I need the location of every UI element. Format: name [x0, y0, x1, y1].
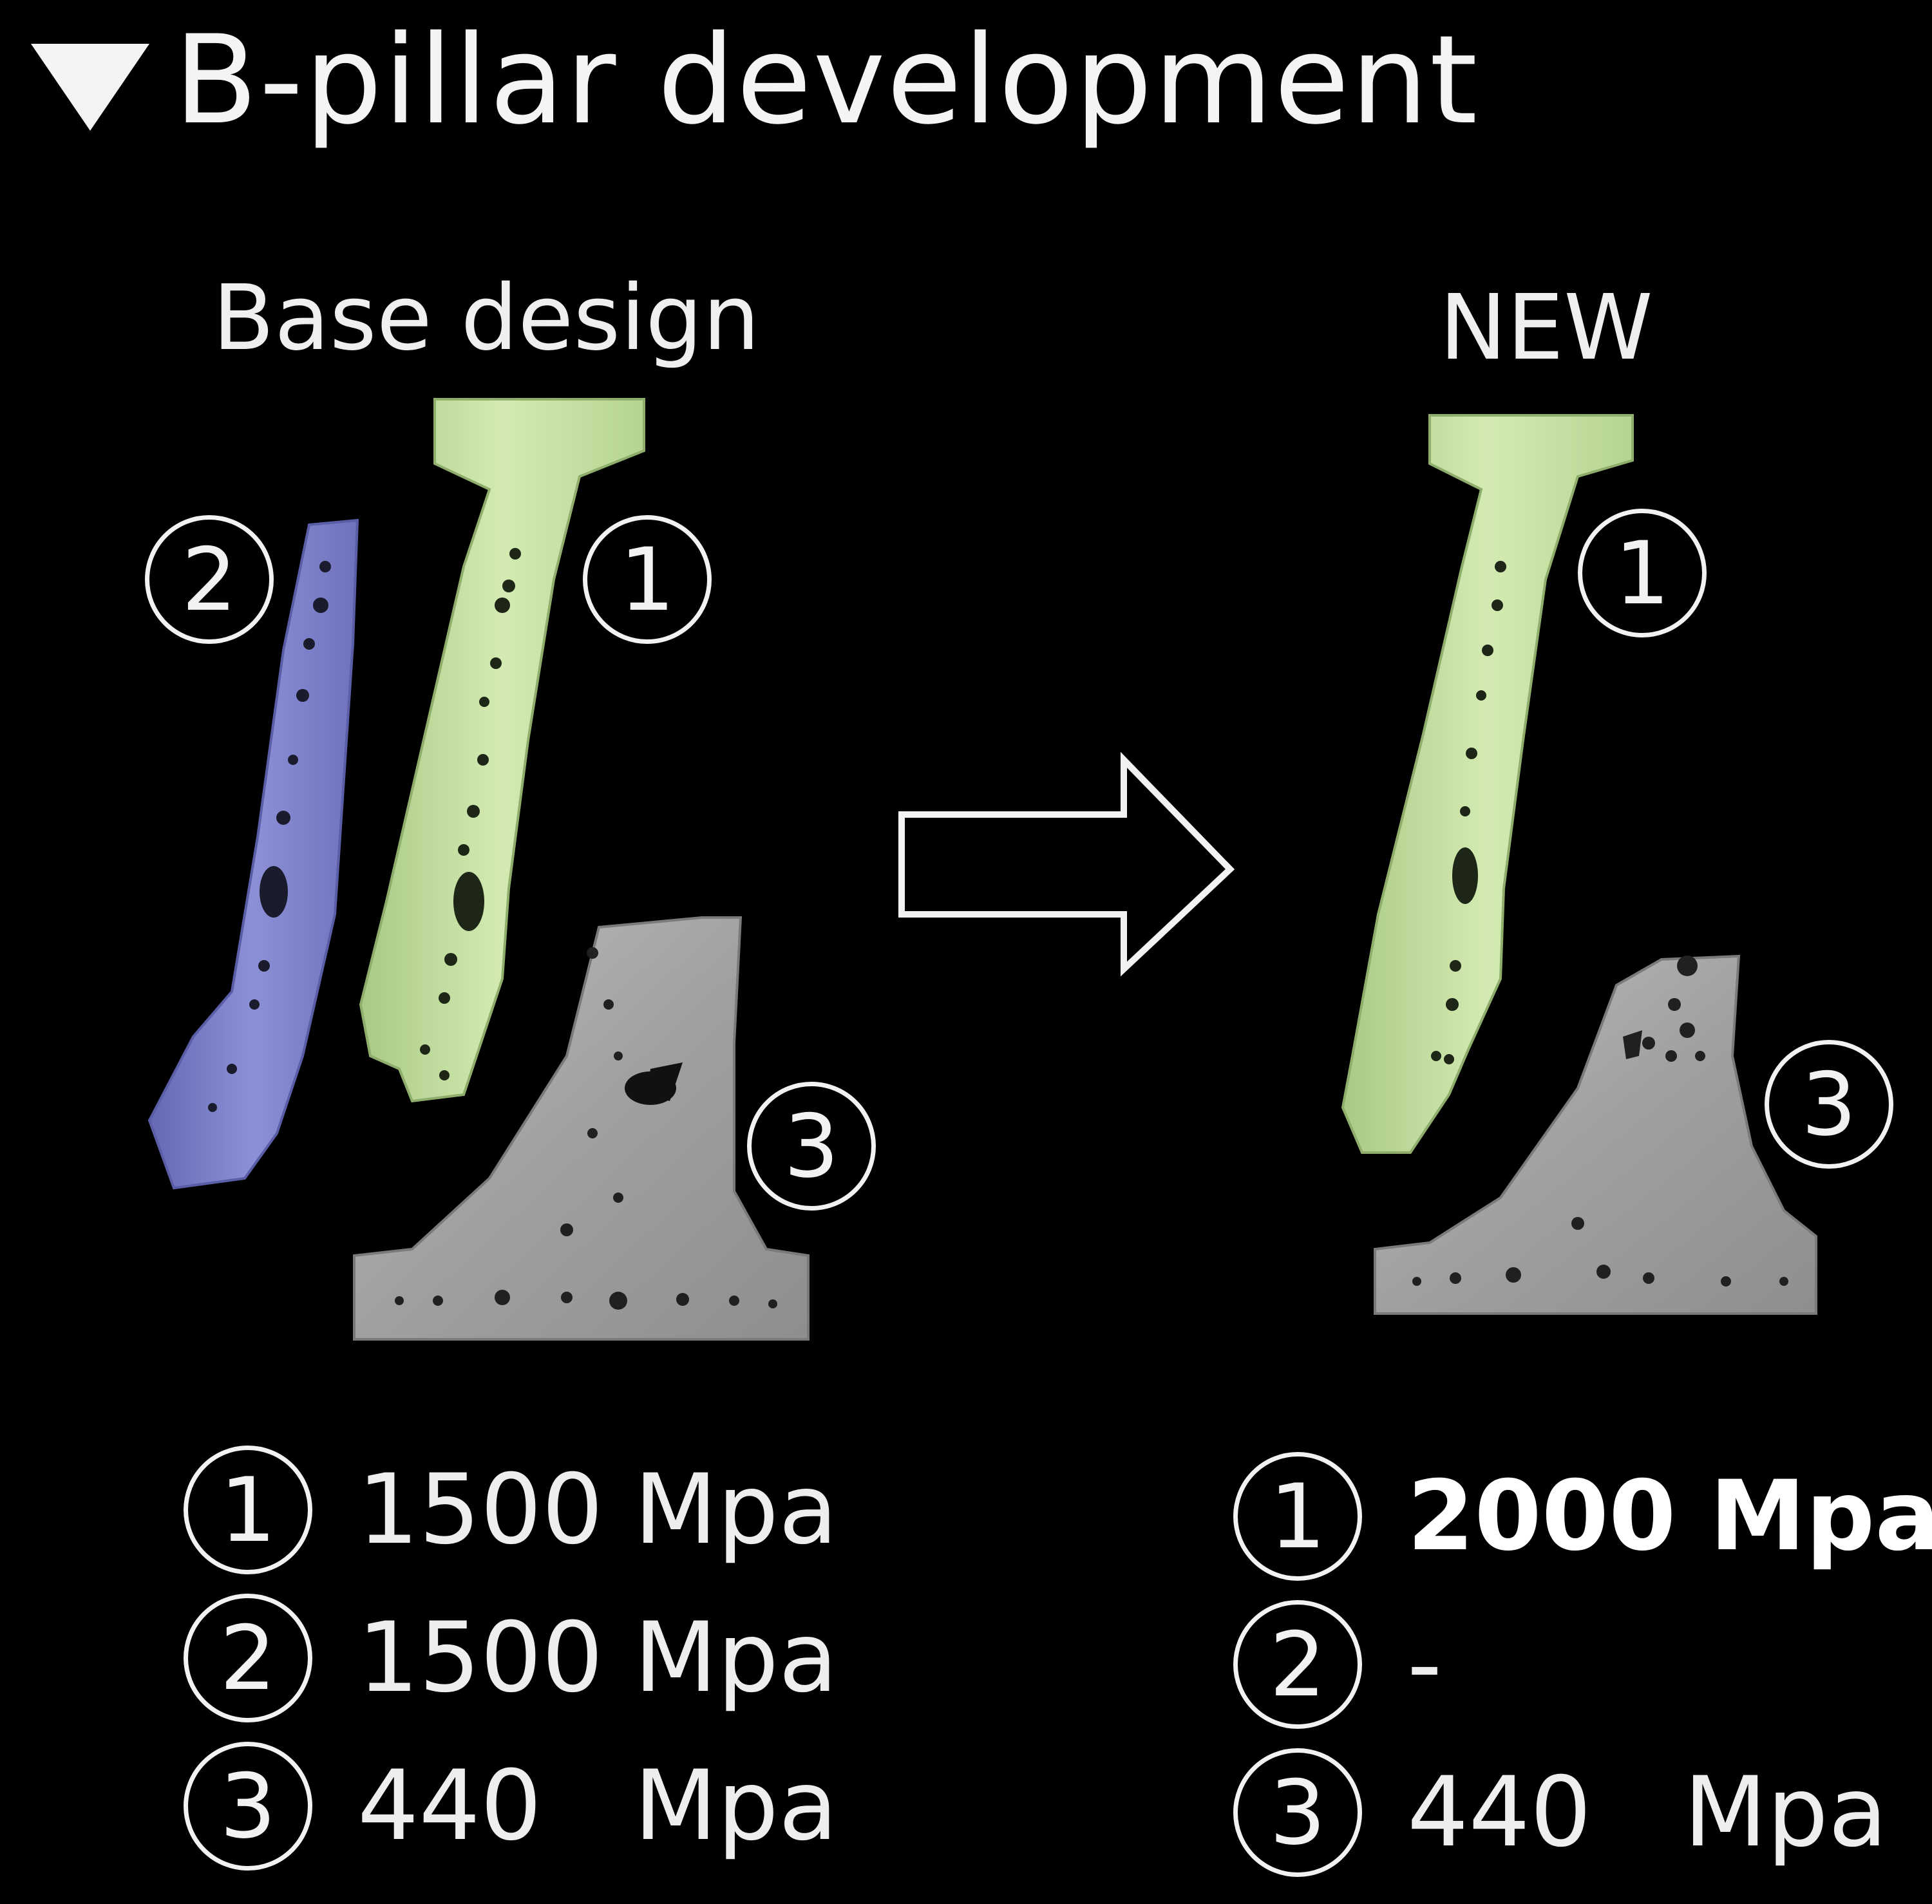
triangle-down-icon[interactable]: [31, 44, 149, 131]
new-spec-num-1: 1: [1233, 1452, 1362, 1581]
arrow-right-outline-icon: [898, 751, 1235, 977]
base-spec-num-3: 3: [184, 1742, 312, 1871]
base-part-label-3: 3: [747, 1082, 876, 1211]
base-part-1-shape: [359, 398, 645, 1103]
new-part-3-shape: [1374, 954, 1817, 1315]
new-part-label-1: 1: [1578, 509, 1707, 637]
base-spec-num-1: 1: [184, 1446, 312, 1574]
base-part-2-shape: [147, 518, 359, 1190]
new-spec-value-3: 440 Mpa: [1407, 1757, 1888, 1869]
new-spec-row-1: 1 2000 Mpa: [1233, 1452, 1932, 1581]
new-spec-row-3: 3 440 Mpa: [1233, 1748, 1888, 1877]
new-spec-num-3: 3: [1233, 1748, 1362, 1877]
new-spec-row-2: 2 -: [1233, 1600, 1442, 1729]
new-part-label-3: 3: [1765, 1040, 1893, 1169]
base-spec-row-3: 3 440 Mpa: [184, 1742, 838, 1871]
base-spec-value-1: 1500 Mpa: [357, 1454, 838, 1566]
base-part-label-2: 2: [145, 515, 274, 644]
base-spec-row-1: 1 1500 Mpa: [184, 1446, 838, 1574]
new-design-title: NEW: [1439, 276, 1653, 381]
new-spec-value-1: 2000 Mpa: [1407, 1460, 1932, 1572]
new-part-1-shape: [1341, 414, 1634, 1154]
base-design-title: Base design: [213, 266, 760, 371]
base-spec-num-2: 2: [184, 1594, 312, 1722]
base-spec-value-2: 1500 Mpa: [357, 1602, 838, 1714]
page-title: B-pillar development: [174, 9, 1479, 151]
new-spec-value-2: -: [1407, 1608, 1443, 1720]
base-spec-row-2: 2 1500 Mpa: [184, 1594, 838, 1722]
base-part-3-shape: [353, 916, 810, 1341]
base-spec-value-3: 440 Mpa: [357, 1750, 838, 1862]
base-part-label-1: 1: [583, 515, 712, 644]
new-spec-num-2: 2: [1233, 1600, 1362, 1729]
